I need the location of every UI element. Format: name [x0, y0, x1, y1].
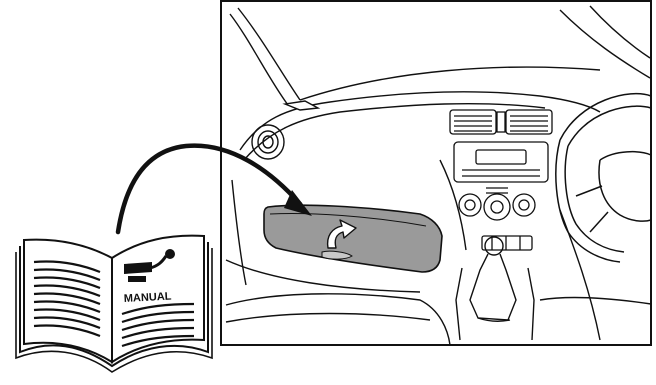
car-interior-panel: [221, 1, 651, 345]
owners-manual-book: MANUAL: [16, 236, 212, 372]
manual-label: MANUAL: [124, 291, 173, 305]
panel-frame: [221, 1, 651, 345]
